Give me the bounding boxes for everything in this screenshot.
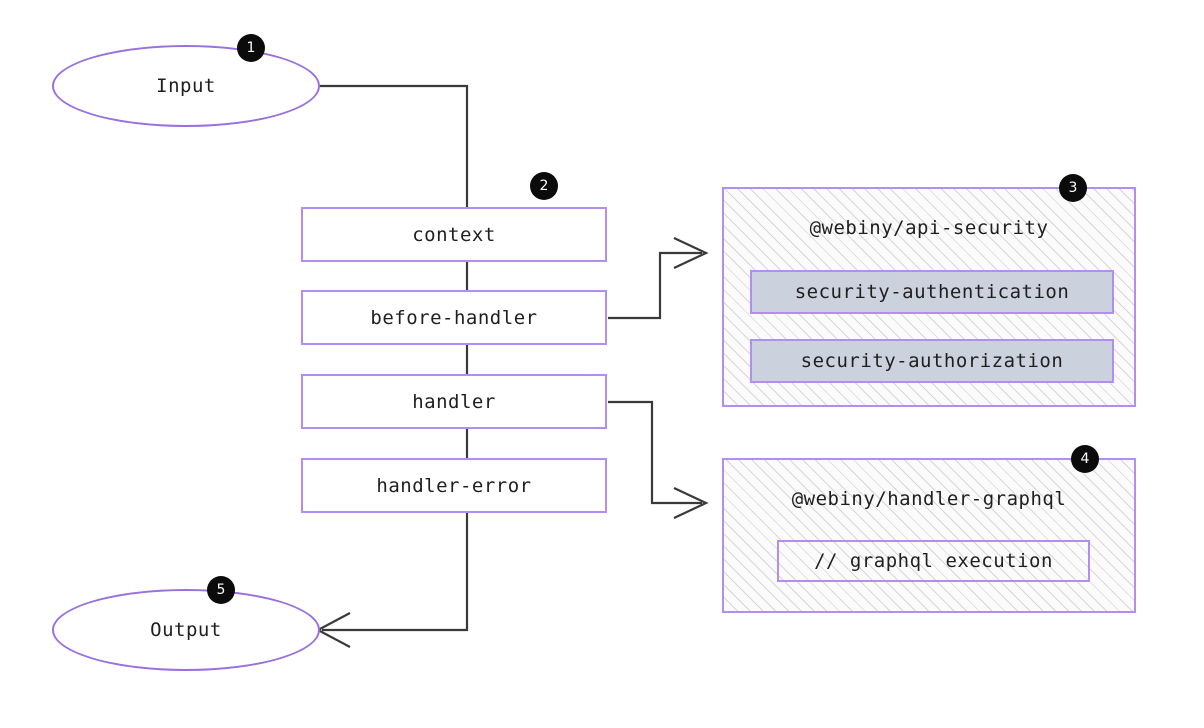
panel-item-graphql-execution[interactable]: // graphql execution xyxy=(777,540,1090,582)
node-before-handler[interactable]: before-handler xyxy=(301,290,607,345)
node-input[interactable]: Input xyxy=(52,45,320,127)
badge-3: 3 xyxy=(1059,174,1087,202)
panel-handler-graphql[interactable]: @webiny/handler-graphql // graphql execu… xyxy=(722,458,1136,613)
node-before-handler-label: before-handler xyxy=(370,306,538,329)
node-input-label: Input xyxy=(156,75,216,97)
node-output-label: Output xyxy=(150,619,222,641)
node-context[interactable]: context xyxy=(301,207,607,262)
node-handler-error[interactable]: handler-error xyxy=(301,458,607,513)
connector-spine-to-output xyxy=(322,513,469,632)
panel-item-graphql-execution-label: // graphql execution xyxy=(814,550,1053,572)
panel-item-security-authentication[interactable]: security-authentication xyxy=(750,270,1114,314)
panel-api-security-title: @webiny/api-security xyxy=(809,217,1049,239)
badge-2: 2 xyxy=(530,172,558,200)
badge-4: 4 xyxy=(1071,445,1099,473)
connector-handler-to-handler-graphql xyxy=(608,400,702,505)
panel-item-security-authorization[interactable]: security-authorization xyxy=(750,339,1114,383)
node-handler[interactable]: handler xyxy=(301,374,607,429)
node-handler-label: handler xyxy=(412,390,496,413)
node-handler-error-label: handler-error xyxy=(376,474,532,497)
arrowhead-api-security xyxy=(673,237,709,269)
node-context-label: context xyxy=(412,223,496,246)
arrowhead-handler-graphql xyxy=(673,487,709,519)
panel-item-security-authorization-label: security-authorization xyxy=(800,350,1064,372)
connector-input-to-spine xyxy=(320,84,469,207)
panel-api-security[interactable]: @webiny/api-security security-authentica… xyxy=(722,187,1136,407)
panel-handler-graphql-title: @webiny/handler-graphql xyxy=(791,488,1067,510)
connector-before-handler-to-api-security xyxy=(608,251,702,320)
badge-5: 5 xyxy=(207,576,235,604)
panel-item-security-authentication-label: security-authentication xyxy=(794,281,1070,303)
node-output[interactable]: Output xyxy=(52,589,320,671)
badge-1: 1 xyxy=(237,34,265,62)
